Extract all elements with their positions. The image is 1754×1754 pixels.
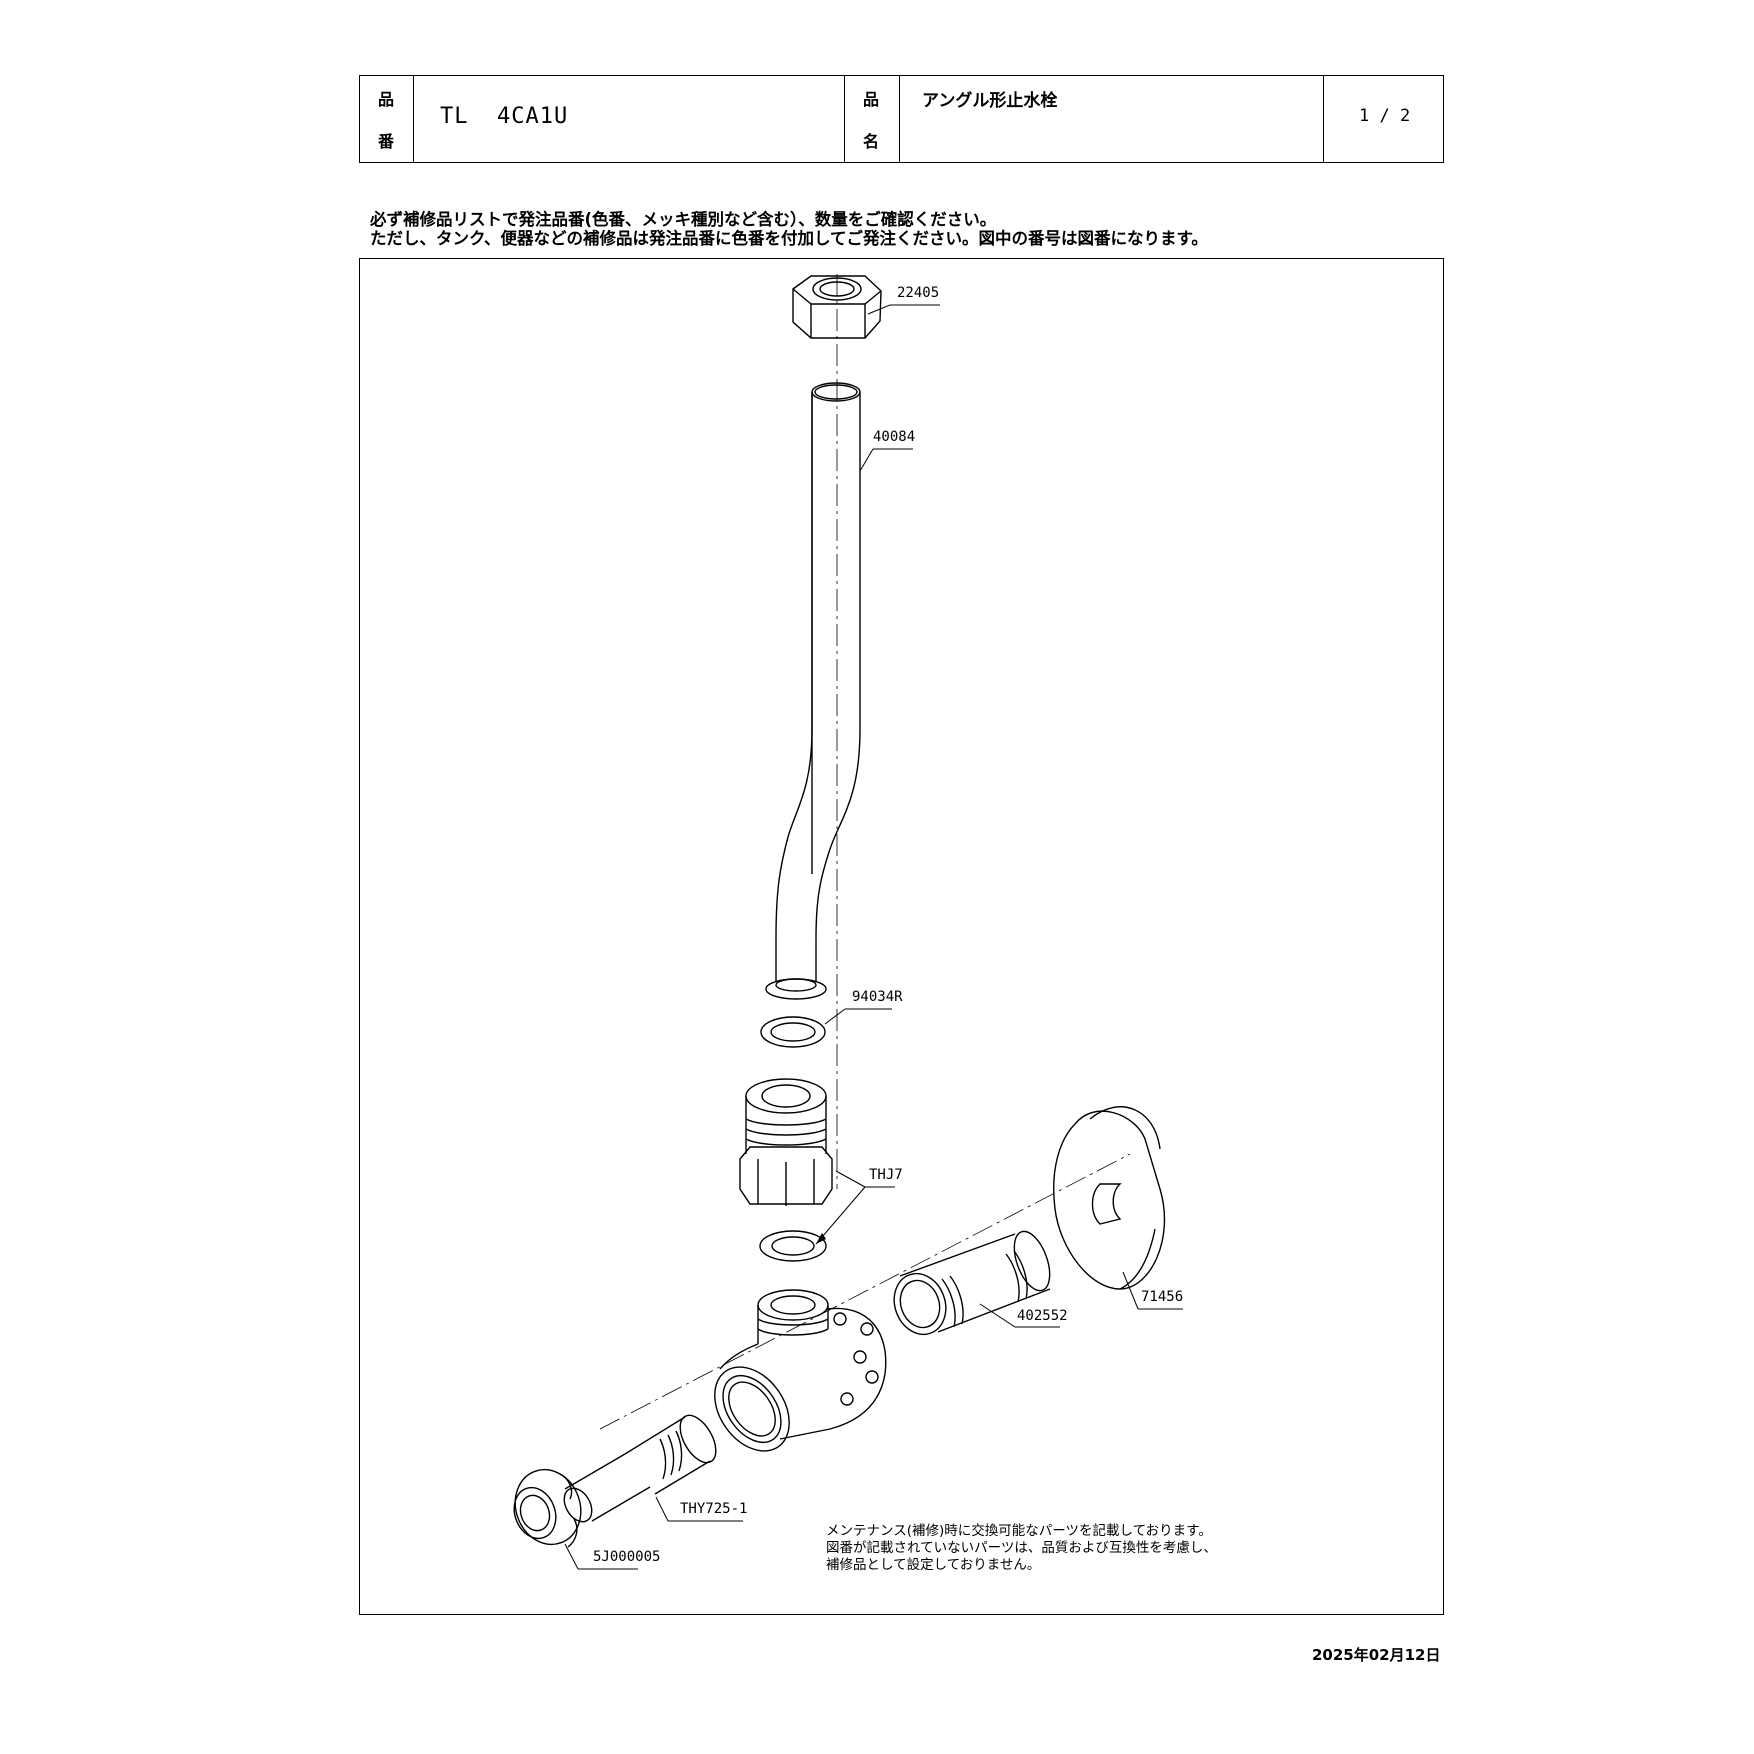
valve-body-part (714, 1289, 887, 1452)
product-name: アングル形止水栓 (922, 91, 1058, 111)
page-number: 1 / 2 (1359, 106, 1411, 126)
part-label: 40084 (873, 429, 916, 445)
code-label-bottom: 番 (378, 132, 395, 151)
part-label: 94034R (852, 989, 903, 1005)
escutcheon-flange-part (1053, 1106, 1183, 1310)
part-label: 22405 (897, 285, 940, 301)
divider (899, 76, 900, 162)
product-code: TL 4CA1U (440, 104, 569, 129)
copper-pipe-part (775, 382, 913, 981)
pipe-flange-part (765, 978, 827, 1000)
exploded-parts-drawing (513, 274, 1183, 1570)
notice-line-1: 必ず補修品リストで発注品番(色番、メッキ種別など含む）、数量をご確認ください。 (370, 210, 997, 229)
name-label-bottom: 名 (863, 132, 880, 151)
hex-nut-part (792, 275, 940, 339)
issue-date: 2025年02月12日 (1312, 1646, 1441, 1664)
handle-part (513, 1468, 638, 1570)
washer-part (760, 1008, 892, 1048)
part-label: 71456 (1141, 1289, 1184, 1305)
note-line-1: メンテナンス(補修)時に交換可能なパーツを記載しております。 (826, 1523, 1212, 1539)
spindle-part (563, 1414, 743, 1523)
exploded-view-frame: 22405 40084 94034R THJ7 71456 402552 THY… (359, 258, 1444, 1615)
note-line-3: 補修品として設定しておりません。 (826, 1557, 1041, 1573)
order-notice: 必ず補修品リストで発注品番(色番、メッキ種別など含む）、数量をご確認ください。 … (370, 210, 1208, 248)
lower-washer-part (759, 1230, 827, 1262)
code-label-top: 品 (378, 90, 395, 109)
divider (413, 76, 414, 162)
notice-line-2: ただし、タンク、便器などの補修品は発注品番に色番を付加してご発注ください。図中の… (370, 229, 1208, 248)
title-block: 品 番 TL 4CA1U 品 名 アングル形止水栓 1 / 2 (359, 75, 1444, 163)
divider (844, 76, 845, 162)
threaded-nipple-part (893, 1230, 1060, 1336)
part-label: 5J000005 (593, 1549, 661, 1565)
part-label: THJ7 (869, 1167, 903, 1183)
part-label: THY725-1 (680, 1501, 748, 1517)
divider (1323, 76, 1324, 162)
note-line-2: 図番が記載されていないパーツは、品質および互換性を考慮し、 (826, 1540, 1217, 1556)
maintenance-note: メンテナンス(補修)時に交換可能なパーツを記載しております。 図番が記載されてい… (826, 1523, 1217, 1574)
name-label-top: 品 (863, 90, 880, 109)
union-adapter-part (739, 1078, 895, 1245)
part-label: 402552 (1017, 1308, 1068, 1324)
